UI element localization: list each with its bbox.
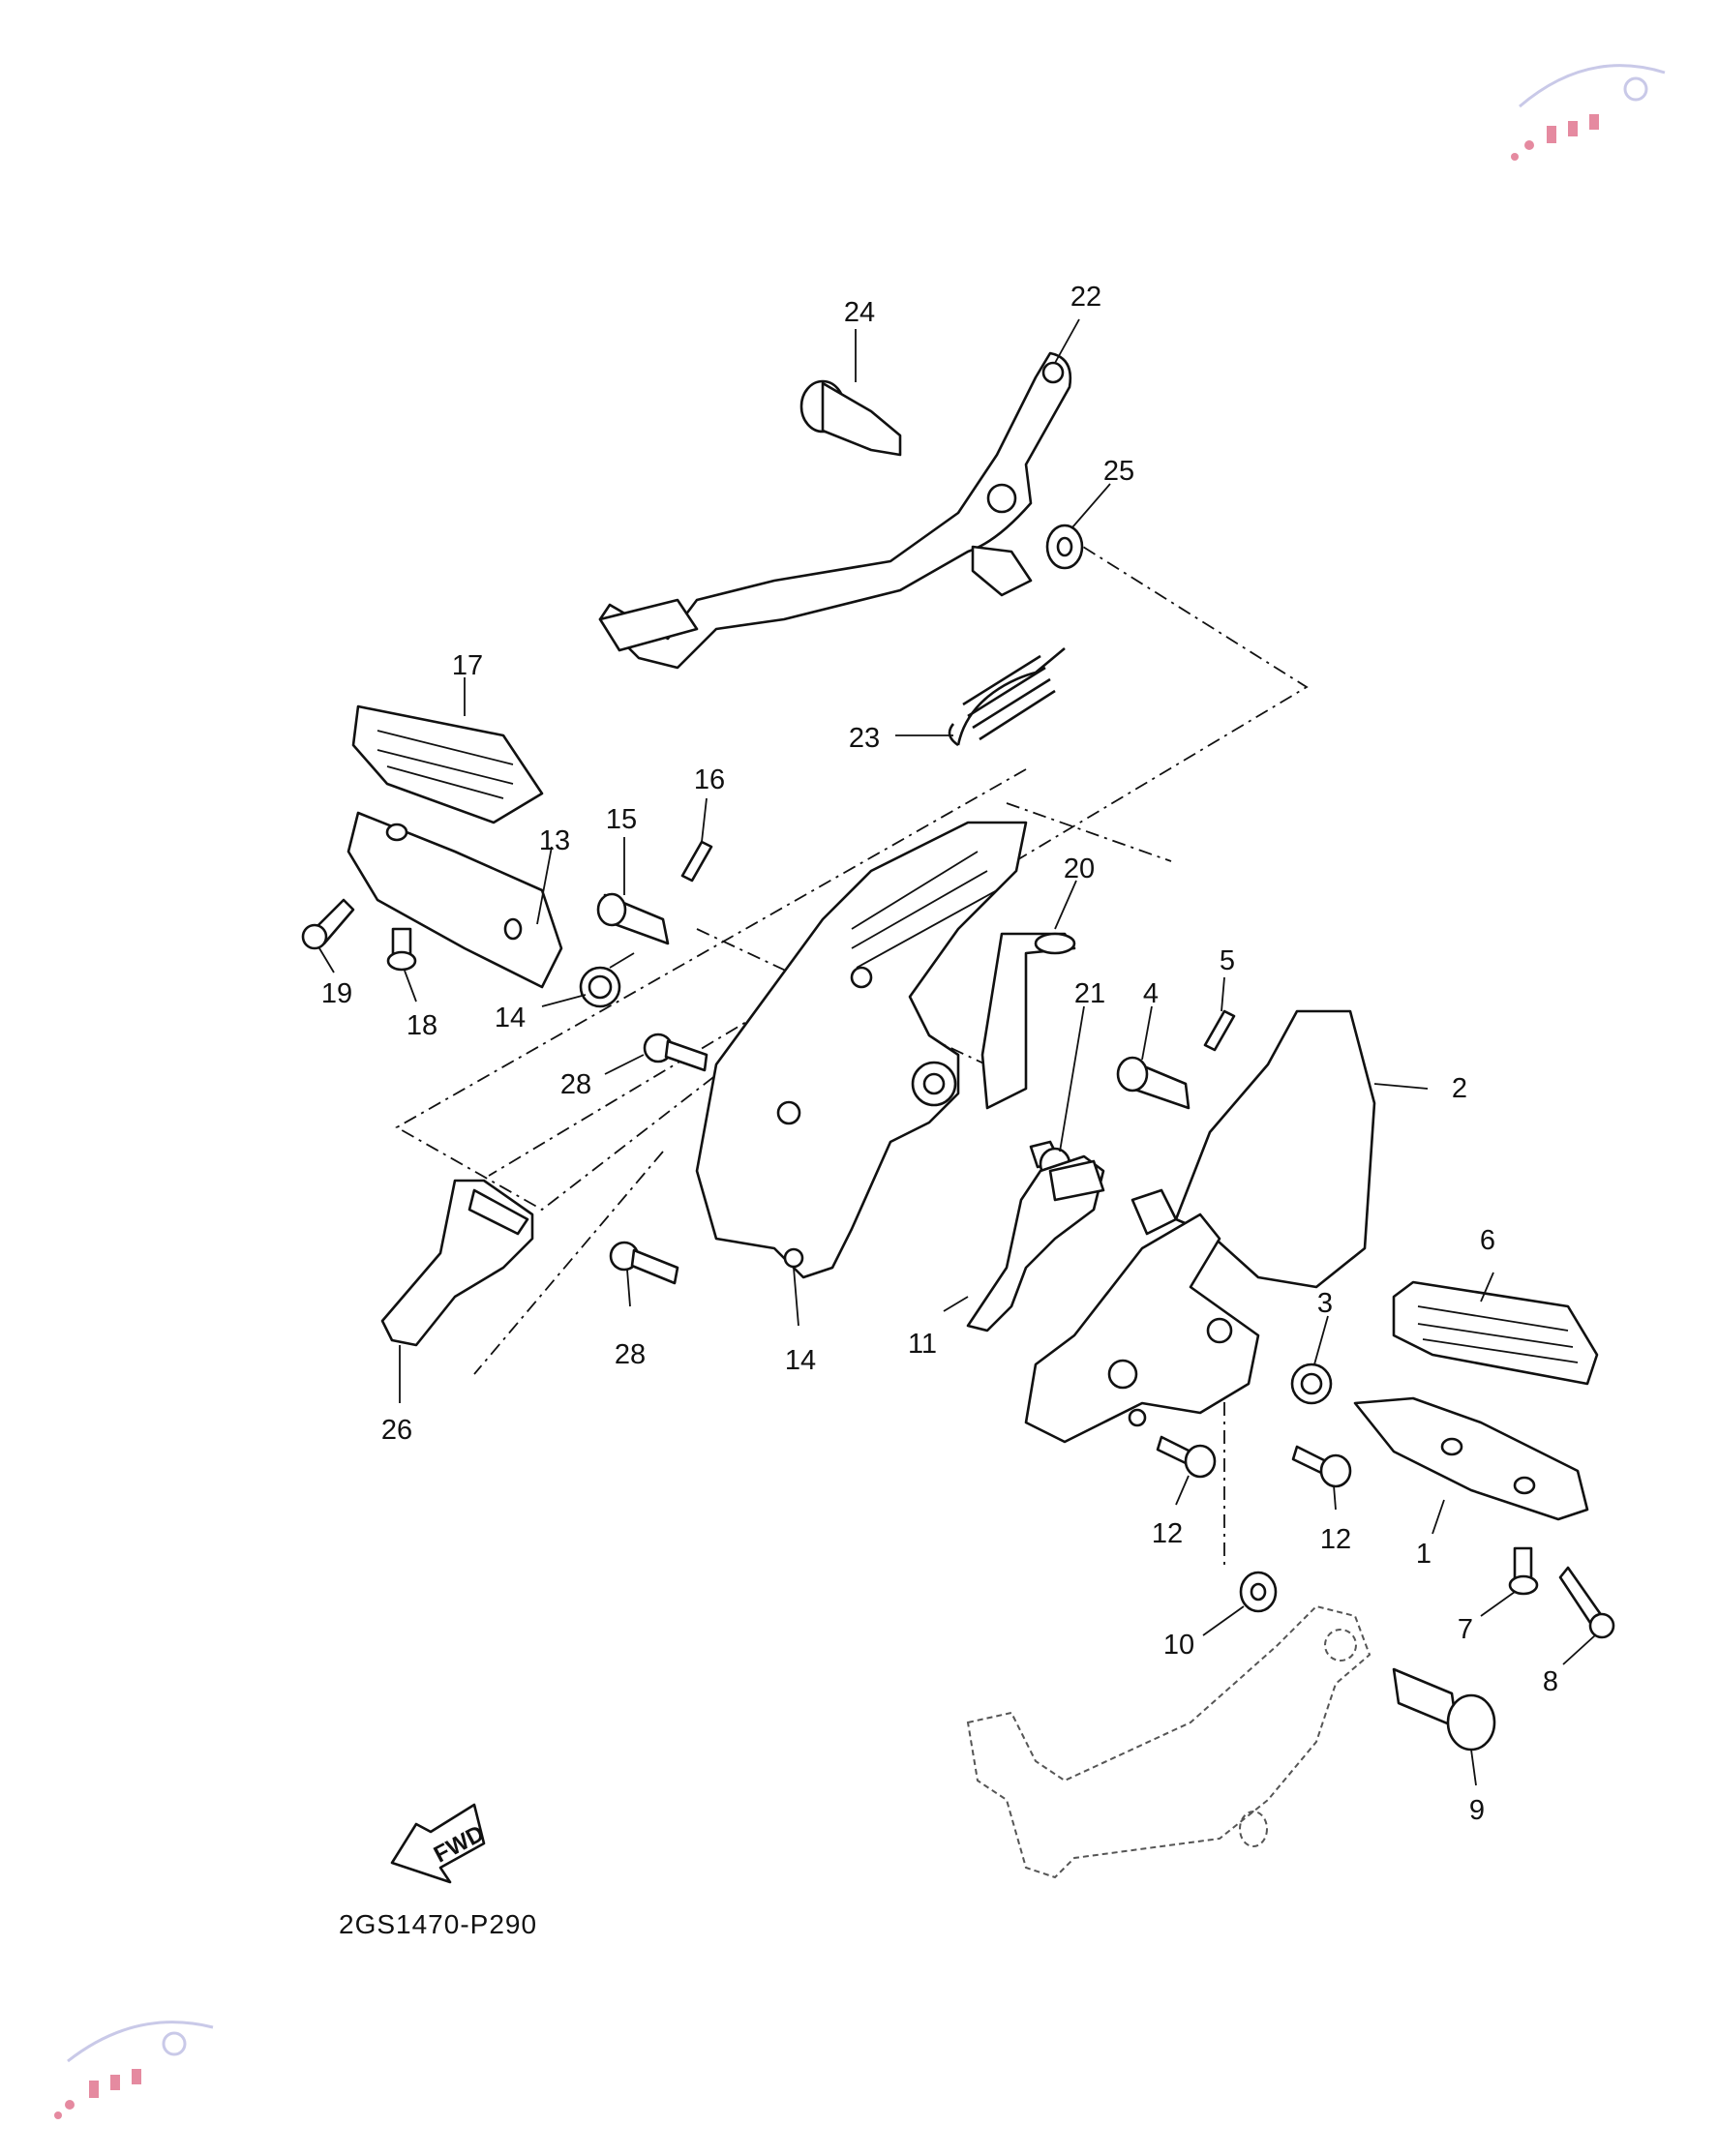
washer-10 [1239,1571,1278,1613]
forward-arrow-icon: FWD [390,1803,489,1884]
callout-20: 19 [321,978,352,1009]
callout-8: 8 [1543,1666,1558,1697]
plate-21 [980,932,1076,1110]
pivot-bolt-lower [1392,1667,1496,1752]
rider-footpeg-rubber-left [351,704,544,824]
bolt-12-right [1291,1445,1352,1488]
cotter-pin-5 [1203,1009,1236,1052]
callout-19: 18 [407,1010,437,1041]
rider-footpeg-rubber-right [1392,1280,1599,1386]
callout-11: 11 [908,1329,937,1360]
callout-labels: 24 22 25 23 17 13 15 16 20 21 4 5 2 14 2… [321,282,1558,1826]
callout-6: 6 [1480,1225,1495,1256]
footrest-bracket-left [695,821,1028,1279]
heel-plate-right [1174,1009,1376,1289]
rider-footpeg-right [1353,1396,1589,1521]
callout-22: 21 [1074,978,1105,1009]
clamp-11 [966,1154,1105,1333]
callout-7: 7 [1458,1614,1473,1645]
callout-4: 4 [1143,978,1159,1009]
return-spring [948,647,1066,747]
pivot-bolt [799,379,902,457]
rider-footpeg-left [347,811,563,989]
callout-15: 14 [495,1003,526,1033]
washer-top [1045,524,1084,570]
callout-17: 16 [694,764,725,795]
callout-21: 20 [1064,853,1095,884]
callout-28-lower: 28 [615,1339,646,1370]
callout-12-right: 12 [1320,1524,1351,1555]
callout-3: 3 [1317,1288,1333,1319]
watermark-logo-bottom-left [54,2021,214,2119]
callout-1: 1 [1416,1539,1432,1570]
callout-leaders [318,318,1596,1786]
screw-19 [386,927,417,972]
callout-18: 17 [452,650,483,681]
bolt-28-lower [609,1241,679,1285]
brake-pedal-reference [966,1604,1371,1879]
pin-16 [596,892,670,945]
bolt-28-upper [643,1033,708,1072]
callout-5: 5 [1220,945,1235,976]
callout-2: 2 [1452,1073,1467,1104]
heel-guard-left [380,1179,534,1347]
screw-7 [1508,1546,1539,1596]
torsion-spring-left [579,952,635,1008]
bolt-12-left [1156,1435,1217,1479]
footpeg-pin-right [1558,1566,1615,1639]
callout-27: 26 [381,1415,412,1446]
callout-16: 15 [606,804,637,835]
callout-9: 9 [1469,1795,1485,1826]
callout-25: 24 [844,297,875,328]
watermark-logo-top-right [1511,64,1666,161]
callout-24: 23 [849,723,880,754]
pin-4 [1116,1056,1191,1110]
callout-10: 10 [1163,1630,1194,1661]
callout-23: 22 [1070,282,1101,313]
footpeg-pin-left [301,898,355,950]
footrest-bracket-right [1024,1188,1260,1444]
cotter-pin-17 [680,840,713,883]
callout-26: 25 [1103,456,1134,487]
callout-12-left: 12 [1152,1518,1183,1549]
brake-pedal [598,351,1072,670]
callout-28-upper: 28 [560,1069,591,1100]
callout-13: 13 [539,825,570,856]
drawing-code: 2GS1470-P290 [339,1909,537,1939]
torsion-spring-right [1290,1362,1333,1405]
callout-14: 14 [785,1345,816,1376]
